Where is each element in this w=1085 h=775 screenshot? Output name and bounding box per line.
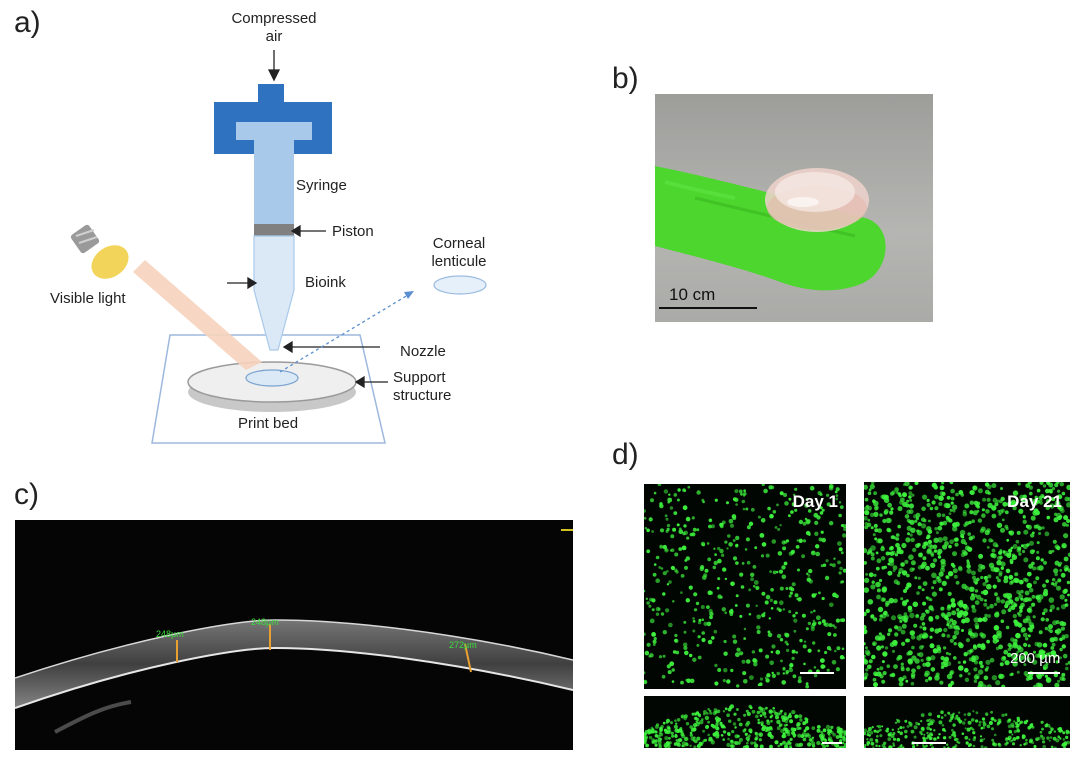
measurement-2: 248µm — [251, 617, 279, 627]
day1-fluorescence: Day 1 — [644, 484, 846, 689]
visible-light-label: Visible light — [50, 290, 126, 307]
compressed-air-line1: Compressed — [231, 10, 317, 27]
compressed-air-line2: air — [265, 28, 283, 45]
syringe-cap — [214, 84, 332, 154]
day21-cells — [864, 482, 1070, 687]
lenticule-cross-section — [15, 620, 573, 708]
day1-label: Day 1 — [792, 492, 838, 511]
bioink-label: Bioink — [305, 274, 346, 291]
light-beam — [133, 260, 262, 370]
support-structure-line2: structure — [393, 387, 452, 404]
syringe-label: Syringe — [296, 177, 347, 194]
support-structure-label: Support structure — [393, 369, 451, 405]
scale-bar-label-b: 10 cm — [669, 285, 716, 304]
print-bed-label: Print bed — [238, 415, 299, 432]
compressed-air-label: Compressed air — [218, 10, 330, 46]
lenticule-photo-drawing — [655, 166, 886, 309]
bioink-reservoir — [253, 235, 295, 351]
scale-bar-label-d: 200 µm — [1010, 650, 1061, 667]
printed-lenticule — [245, 369, 299, 387]
light-bulb-icon — [70, 224, 129, 279]
oct-image-drawing — [15, 529, 573, 734]
scale-bar-day1 — [800, 672, 834, 674]
bioprinting-schematic — [70, 50, 487, 444]
day21-label: Day 21 — [1007, 492, 1062, 511]
support-structure-line1: Support — [393, 369, 446, 386]
lenticule-pointer — [279, 294, 409, 373]
thickness-marker-3 — [464, 643, 472, 673]
corneal-lenticule-label: Corneal lenticule — [416, 235, 502, 271]
day21-fluorescence: Day 21 200 µm — [864, 482, 1070, 687]
measurement-3: 272µm — [449, 640, 477, 650]
piston — [254, 224, 294, 236]
lenticule-photo: 10 cm — [655, 94, 933, 322]
corneal-lenticule-line1: Corneal — [432, 235, 486, 252]
nozzle-label: Nozzle — [400, 343, 446, 360]
day1-side-cells — [644, 704, 846, 748]
panel-label-a: a) — [14, 6, 41, 39]
measurement-1: 248µm — [156, 629, 184, 639]
panel-label-c: c) — [14, 478, 39, 511]
day21-side-cells — [864, 710, 1070, 748]
day1-side-view — [644, 696, 846, 748]
syringe-barrel — [254, 140, 294, 224]
day21-side-view — [864, 696, 1070, 748]
scale-bar-day21 — [1028, 672, 1060, 674]
print-bed-plane — [151, 334, 386, 444]
glove-finger — [655, 166, 886, 291]
panel-label-d: d) — [612, 438, 639, 471]
day1-cells — [644, 484, 846, 689]
corneal-lenticule — [433, 275, 487, 295]
corneal-lenticule-line2: lenticule — [431, 253, 487, 270]
oct-image: 248µm 248µm 272µm — [15, 520, 573, 750]
piston-label: Piston — [332, 223, 374, 240]
panel-label-b: b) — [612, 62, 639, 95]
